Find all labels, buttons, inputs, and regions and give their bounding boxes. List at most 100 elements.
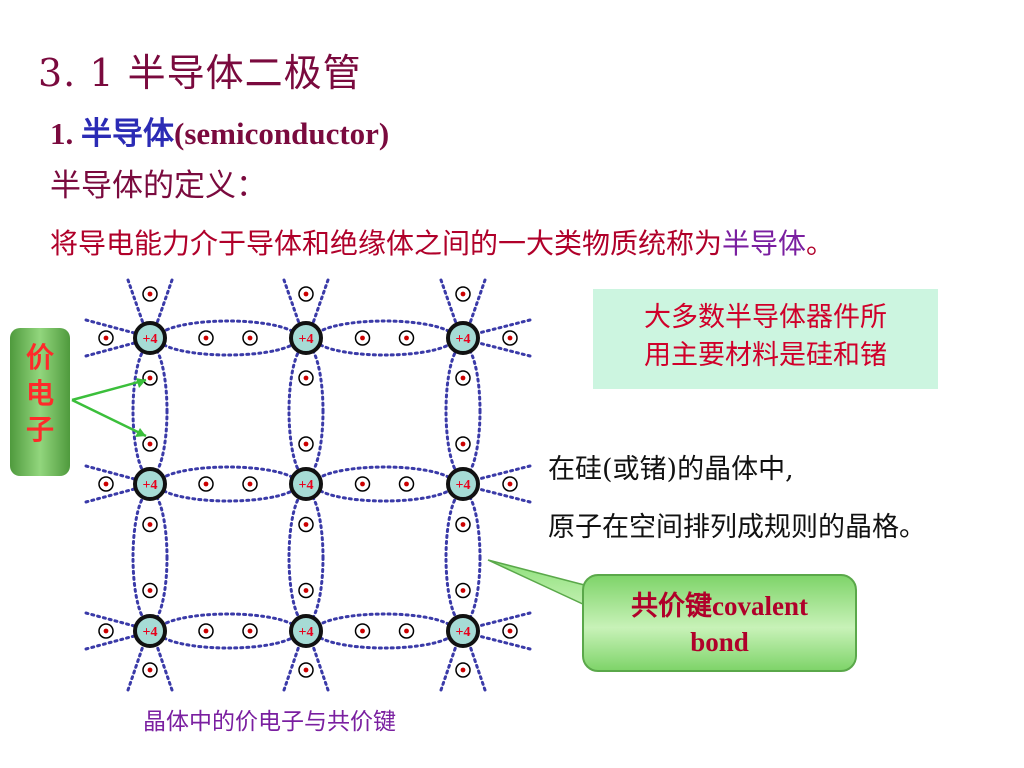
electron-h-2-0-b-core — [247, 628, 253, 634]
electron-h-0-0-b-core — [247, 335, 253, 341]
crystal-description-line-2: 原子在空间排列成规则的晶格。 — [548, 512, 926, 543]
electron-v-2-0-b-core — [460, 441, 466, 447]
electron-left-2-core — [103, 628, 109, 634]
valence-arrowhead-2 — [135, 428, 146, 437]
valence-electron-label: 价 电 子 — [10, 328, 70, 476]
electron-h-2-1-b-core — [404, 628, 409, 634]
info-box-line-2: 用主要材料是硅和锗 — [644, 340, 887, 371]
edge-bond-left-t-2 — [84, 611, 140, 629]
outer-bond-lines — [84, 278, 532, 692]
atom-charge-0-2: +4 — [456, 332, 471, 347]
edge-bond-top-r-2 — [467, 278, 487, 328]
atom-charge-1-1: +4 — [299, 478, 314, 493]
electron-bottom-1-core — [303, 667, 309, 673]
edge-bond-bottom-l-2 — [439, 641, 459, 692]
electron-v-1-1-a-core — [303, 522, 309, 527]
covalent-bond-v-2-0 — [444, 343, 482, 479]
covalent-bond-v-1-1 — [287, 490, 325, 625]
valence-electron-arrows — [71, 378, 147, 438]
atom-1-1 — [289, 467, 323, 501]
atom-charge-2-2: +4 — [456, 625, 471, 640]
definition-body: 将导电能力介于导体和绝缘体之间的一大类物质统称为 — [50, 227, 723, 260]
atom-0-1 — [289, 321, 323, 355]
electron-right-2-core — [507, 628, 513, 634]
valence-arrowhead-1 — [136, 378, 146, 388]
electron-bottom-0-core — [147, 667, 153, 673]
edge-bond-bottom-r-2 — [467, 641, 487, 692]
electron-h-1-0-a-core — [203, 481, 209, 487]
electron-h-0-1-a-core — [360, 335, 365, 341]
edge-bond-left-t-0 — [84, 318, 140, 336]
edge-bond-top-l-1 — [282, 278, 302, 328]
edge-bond-right-t-2 — [473, 611, 532, 629]
electron-top-1-core — [303, 291, 309, 297]
electron-v-2-0-a-core — [460, 375, 466, 381]
edge-bond-right-b-0 — [473, 340, 532, 358]
electron-left-0-core — [103, 335, 109, 341]
valence-label-char-1: 价 — [25, 341, 54, 374]
atom-charge-0-1: +4 — [299, 332, 314, 347]
edge-bond-right-b-1 — [473, 486, 532, 504]
valence-electron-group — [98, 286, 518, 678]
edge-bond-bottom-l-0 — [126, 641, 146, 692]
covalent-bond-v-0-1 — [131, 490, 169, 625]
edge-bond-top-r-1 — [310, 278, 330, 328]
edge-bond-right-t-1 — [473, 464, 532, 482]
electron-v-0-1-b-core — [147, 588, 153, 593]
edge-bond-right-b-2 — [473, 633, 532, 651]
valence-label-char-2: 电 — [25, 377, 54, 410]
covalent-bond-v-0-0 — [131, 343, 169, 479]
section-number: 1. — [50, 116, 81, 151]
edge-bond-left-t-1 — [84, 464, 140, 482]
covalent-bond-label: 共价键covalent bond — [582, 574, 857, 672]
diagram-caption: 晶体中的价电子与共价键 — [143, 709, 396, 735]
atom-0-0 — [133, 321, 167, 355]
atom-1-2 — [446, 467, 480, 501]
atom-charge-2-0: +4 — [143, 625, 158, 640]
atom-1-0 — [133, 467, 167, 501]
section-heading: 1. 半导体(semiconductor) — [50, 108, 389, 153]
electron-h-1-1-a-core — [360, 481, 365, 487]
valence-label-char-3: 子 — [25, 413, 54, 446]
electron-h-1-1-b-core — [404, 481, 409, 487]
electron-bottom-2-core — [460, 667, 466, 673]
definition-highlight: 半导体 — [722, 227, 807, 260]
electron-top-0-core — [147, 291, 153, 297]
section-heading-english: (semiconductor) — [174, 116, 390, 151]
edge-bond-left-b-1 — [84, 486, 140, 504]
page-title: 3. 1 半导体二极管 — [38, 51, 362, 95]
atom-group: +4 +4 +4 +4 +4 +4 +4 +4 +4 — [133, 321, 480, 648]
atom-0-2 — [446, 321, 480, 355]
atom-charge-1-0: +4 — [143, 478, 158, 493]
section-heading-chinese: 半导体 — [81, 116, 174, 151]
electron-v-0-0-b-core — [147, 441, 153, 447]
covalent-bond-h-1-0 — [156, 465, 300, 503]
edge-bond-bottom-r-0 — [154, 641, 174, 692]
covalent-bond-h-2-1 — [313, 612, 456, 650]
atom-2-2 — [446, 614, 480, 648]
edge-bond-right-t-0 — [473, 318, 532, 336]
edge-bond-bottom-l-1 — [282, 641, 302, 692]
covalent-bond-v-2-1 — [444, 490, 482, 625]
electron-v-1-0-b-core — [303, 441, 309, 447]
info-box-line-1: 大多数半导体器件所 — [644, 302, 887, 333]
electron-right-0-core — [507, 335, 513, 341]
covalent-bond-h-1-1 — [313, 465, 456, 503]
electron-h-0-1-b-core — [404, 335, 409, 341]
atom-2-0 — [133, 614, 167, 648]
atom-charge-0-0: +4 — [143, 332, 158, 347]
covalent-bond-h-0-0 — [156, 319, 300, 357]
atom-charge-2-1: +4 — [299, 625, 314, 640]
edge-bond-bottom-r-1 — [310, 641, 330, 692]
covalent-bond-label-line-1: 共价键covalent — [631, 591, 808, 621]
electron-v-0-0-a-core — [147, 375, 153, 381]
electron-h-2-0-a-core — [203, 628, 209, 634]
valence-arrow-1 — [71, 378, 147, 402]
atom-charge-1-2: +4 — [456, 478, 471, 493]
covalent-bond-h-2-0 — [156, 612, 300, 650]
edge-bond-top-r-0 — [154, 278, 174, 328]
covalent-bond-label-line-2: bond — [690, 627, 749, 657]
electron-right-1-core — [507, 481, 513, 487]
definition-text: 将导电能力介于导体和绝缘体之间的一大类物质统称为半导体。 — [50, 222, 834, 262]
